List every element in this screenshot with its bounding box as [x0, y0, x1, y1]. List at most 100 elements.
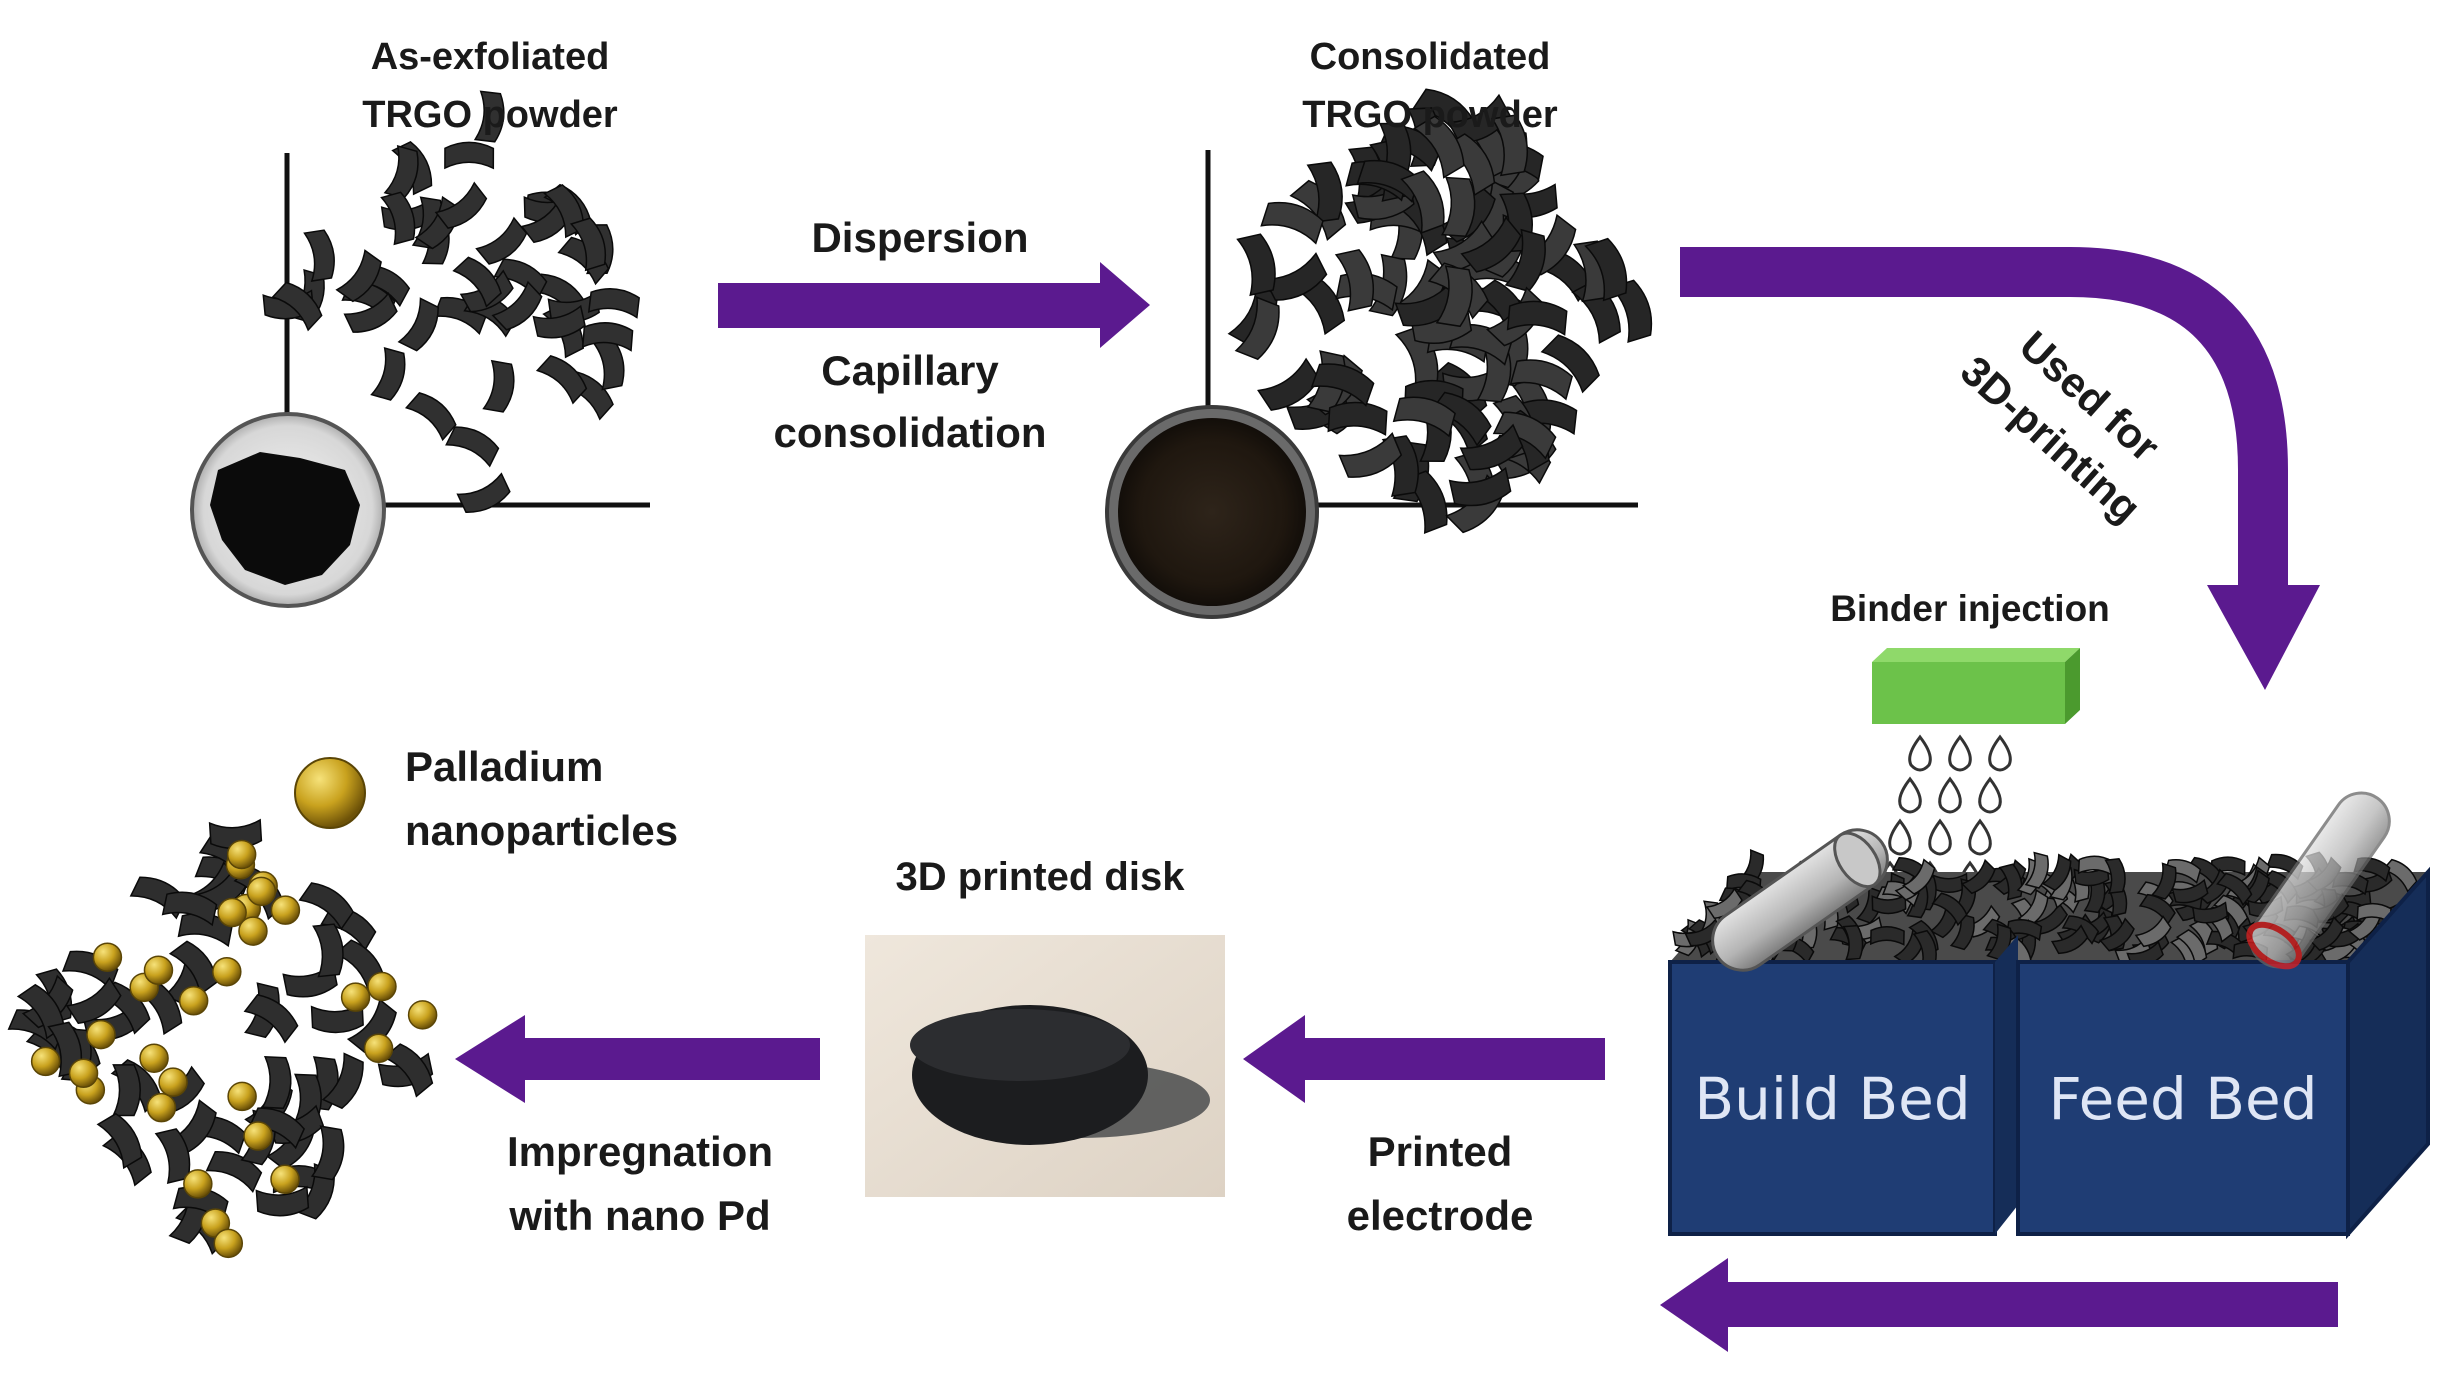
trgo-flake [243, 994, 299, 1044]
trgo-flake [380, 191, 416, 246]
label-line: consolidation [773, 409, 1047, 456]
trgo-flake [1413, 115, 1465, 179]
palladium-nanoparticle [143, 955, 174, 986]
trgo-flake [1509, 359, 1573, 401]
trgo-flake [2216, 872, 2253, 907]
trgo-flake [491, 280, 543, 331]
binder-droplet [1948, 734, 1972, 772]
palladium-legend-icon [294, 757, 366, 829]
panel-as-exfoliated [190, 90, 650, 608]
palladium-nanoparticle [212, 956, 242, 987]
label-line: As-exfoliated [370, 36, 610, 78]
palladium-nanoparticle [217, 897, 247, 928]
trgo-flake [321, 1052, 364, 1110]
trgo-flake [444, 141, 495, 170]
trgo-flake [312, 923, 344, 978]
roller-left [1711, 828, 1889, 972]
roller-right [2246, 791, 2391, 970]
trgo-flake [532, 304, 586, 339]
trgo-flake [587, 288, 640, 319]
trgo-flake [1440, 176, 1476, 237]
palladium-nanoparticle [139, 1043, 169, 1073]
binder-droplet [1928, 818, 1952, 856]
trgo-flake [1609, 279, 1653, 344]
trgo-flake [1460, 216, 1522, 273]
trgo-flake [261, 1055, 292, 1110]
trgo-flake [298, 882, 354, 931]
trgo-flake [1902, 858, 1936, 895]
label-line: nanoparticles [405, 807, 679, 854]
used-for-3d-printing-arrow [1680, 247, 2320, 690]
trgo-flake [2191, 901, 2229, 924]
trgo-flake [1490, 114, 1529, 177]
palladium-nanoparticle [213, 1228, 244, 1259]
trgo-flake [154, 1128, 191, 1184]
trgo-flake [1435, 265, 1473, 328]
trgo-flake [445, 426, 500, 468]
trgo-flake [1459, 423, 1524, 471]
palladium-nanoparticle [246, 876, 277, 907]
palladium-nanoparticle [86, 1019, 116, 1050]
trgo-flake [112, 1064, 141, 1117]
dispersion-arrow [718, 262, 1150, 348]
binder-droplet [1938, 776, 1962, 814]
palladium-nanoparticle [146, 1092, 177, 1123]
palladium-nanoparticle [407, 1000, 438, 1030]
printer-beds [1668, 791, 2430, 1240]
palladium-nanoparticle [238, 916, 268, 946]
trgo-flake [456, 472, 511, 513]
trgo-flake [1584, 237, 1628, 302]
palladium-nanoparticle [227, 1081, 257, 1112]
trgo-flake [370, 346, 406, 401]
trgo-flake [1310, 363, 1375, 407]
binder-droplet [1898, 776, 1922, 814]
palladium-nanoparticle [363, 1033, 394, 1064]
label-line: Impregnation [506, 1128, 773, 1175]
trgo-flake [1960, 858, 1996, 895]
trgo-flake [1932, 872, 1968, 893]
trgo-flake [1234, 296, 1280, 361]
trgo-flake [2381, 858, 2418, 893]
palladium-nanoparticle [243, 1121, 273, 1151]
label-line: Capillary [821, 347, 999, 394]
trgo-flake [1448, 466, 1512, 507]
label-feed-bed: Feed Bed [2048, 1065, 2318, 1133]
label-build-bed: Build Bed [1694, 1065, 1971, 1133]
trgo-flake [310, 1125, 345, 1181]
trgo-flake [581, 322, 634, 352]
trgo-flake [1998, 863, 2023, 901]
label-as-exfoliated: As-exfoliated TRGO powder [290, 28, 690, 144]
trgo-flake [1931, 892, 1968, 927]
trgo-flake [161, 891, 218, 927]
trgo-flake [1257, 357, 1320, 411]
trgo-flake [535, 355, 588, 405]
feed-bed [2016, 960, 2350, 1236]
trgo-flake [475, 216, 528, 265]
label-line: with nano Pd [509, 1192, 771, 1239]
binder-injector [1872, 648, 2080, 724]
binder-droplet [1968, 818, 1992, 856]
label-line: TRGO powder [1302, 94, 1558, 136]
trgo-flake [303, 229, 335, 282]
trgo-flake [1400, 170, 1445, 234]
trgo-flake [404, 392, 457, 442]
trgo-flake [473, 90, 505, 143]
palladium-nanoparticle [30, 1046, 61, 1077]
label-3d-printed-disk: 3D printed disk [895, 855, 1185, 899]
trgo-flake [2050, 924, 2089, 955]
palladium-nanoparticle [270, 895, 301, 925]
trgo-flake [2024, 851, 2049, 889]
palladium-nanoparticle [158, 1067, 188, 1097]
trgo-flakes-sparse [262, 90, 640, 513]
label-dispersion: Dispersion [811, 214, 1029, 261]
label-impregnation: Impregnation with nano Pd [440, 1120, 840, 1248]
palladium-nanoparticle [178, 986, 209, 1016]
palladium-nanoparticle [367, 971, 397, 1002]
binder-droplet [1988, 734, 2012, 772]
trgo-flake [346, 998, 397, 1054]
trgo-flake [335, 249, 382, 303]
label-printed-electrode: Printed electrode [1270, 1120, 1610, 1248]
trgo-flake [1447, 93, 1512, 144]
trgo-flake [65, 976, 122, 1025]
